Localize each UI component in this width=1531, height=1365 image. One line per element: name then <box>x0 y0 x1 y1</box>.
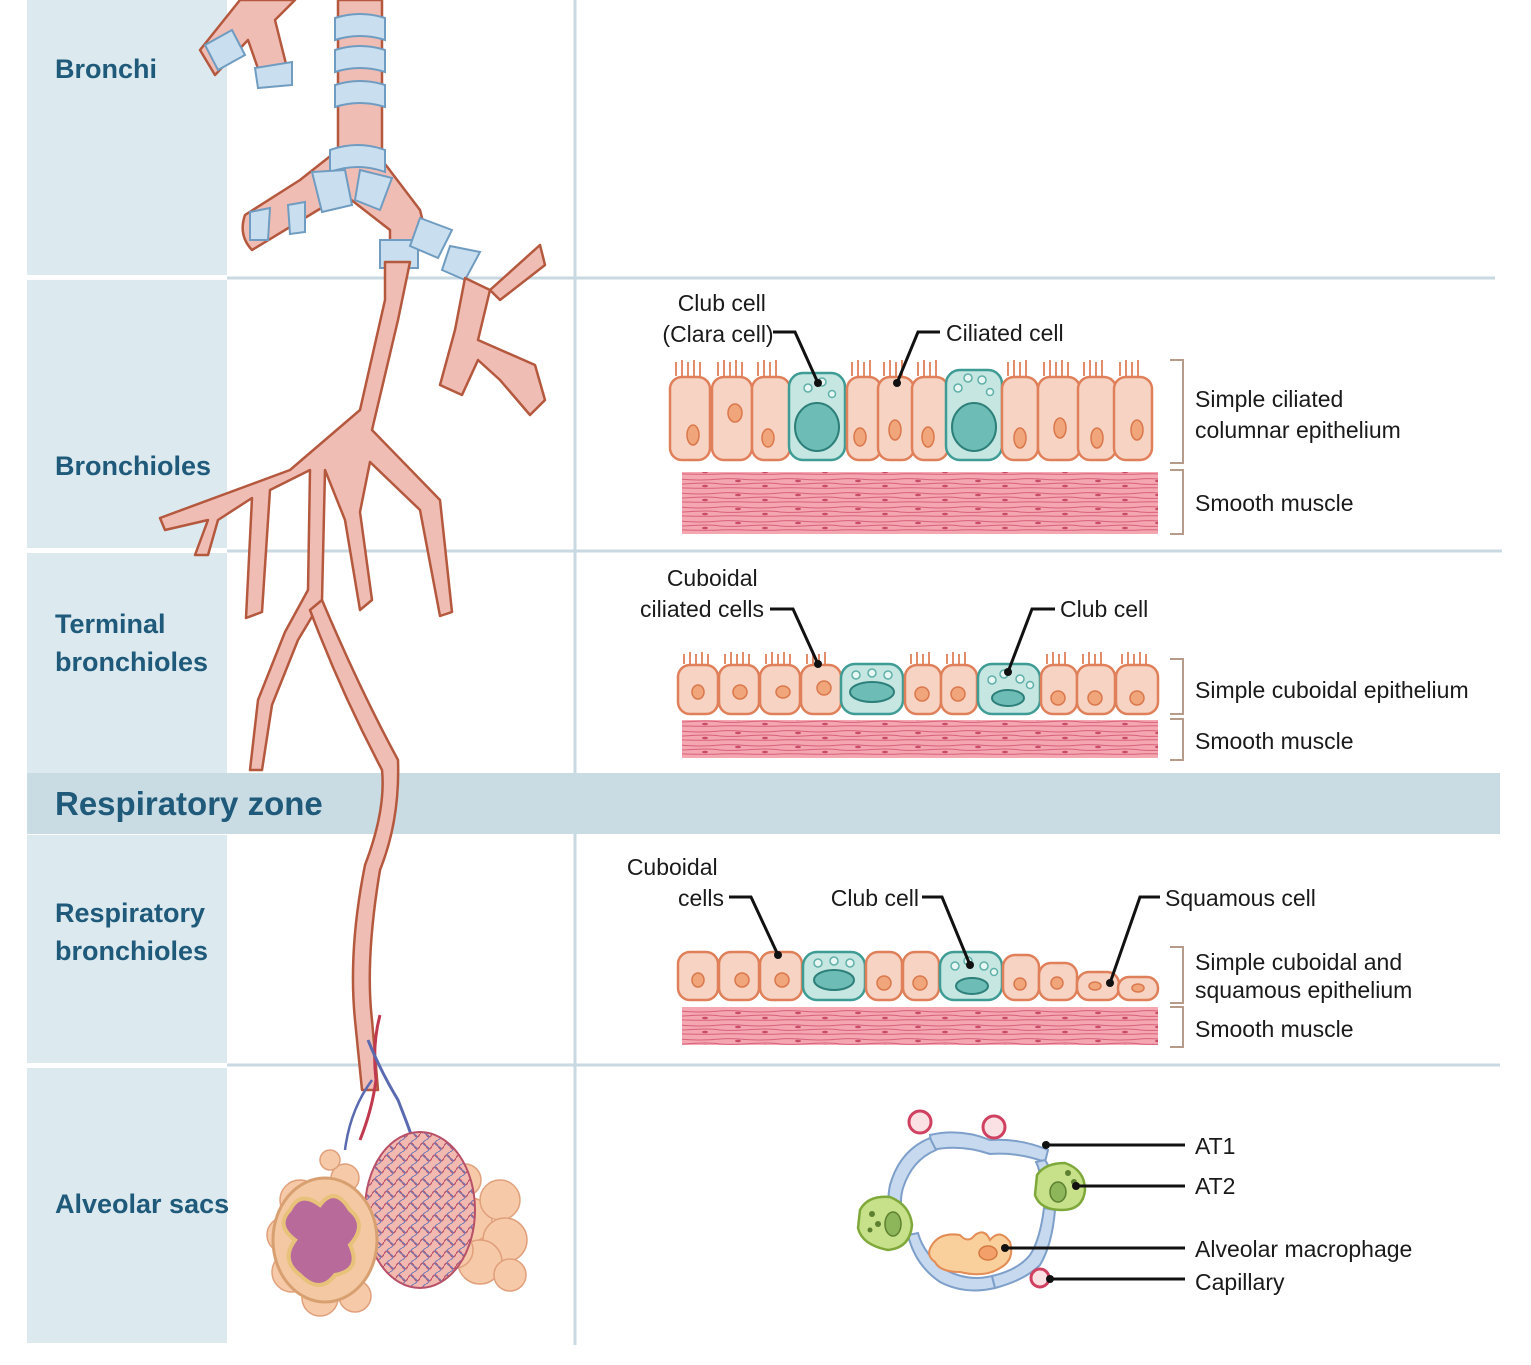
cuboidal-epithelium-label: Simple cuboidal epithelium <box>1195 677 1469 703</box>
respiratory-zone-band <box>27 773 1500 834</box>
alveolar-leaders <box>1001 1141 1185 1283</box>
cuboidal-squamous-cells <box>676 950 1160 1002</box>
zone-label-terminal: Terminal bronchioles <box>55 609 208 677</box>
zone-column <box>27 0 227 1343</box>
cuboidal-ciliated-cells <box>676 662 1160 716</box>
at1-label: AT1 <box>1195 1133 1235 1159</box>
bronchioles-panel: Club cell (Clara cell) Ciliated cell Sim… <box>662 290 1401 535</box>
club-cell-label: Club cell (Clara cell) <box>662 290 773 347</box>
zone-label-bronchioles: Bronchioles <box>55 451 211 481</box>
cilia-terminal <box>683 652 1147 664</box>
club-cell-marker <box>814 379 822 387</box>
terminal-club-cell-label: Club cell <box>1060 596 1148 622</box>
cuboidal-cells-marker <box>774 951 782 959</box>
ciliated-cell-marker <box>893 379 901 387</box>
zone-label-respiratory: Respiratory bronchioles <box>55 898 213 966</box>
cuboidal-cells-label: Cuboidal cells <box>627 854 724 911</box>
cuboidal-ciliated-label: Cuboidal ciliated cells <box>640 565 764 622</box>
at2-cells <box>856 1161 1087 1252</box>
squamous-cell-marker <box>1106 979 1114 987</box>
ciliated-cell-label: Ciliated cell <box>946 320 1064 346</box>
terminal-panel: Cuboidal ciliated cells Club cell Simple… <box>640 565 1469 761</box>
terminal-club-cell-marker <box>1004 668 1012 676</box>
smooth-muscle-respiratory <box>682 1007 1158 1045</box>
alveolar-macrophage <box>928 1231 1013 1276</box>
ciliated-columnar-cells <box>668 368 1154 462</box>
squamous-cell-label: Squamous cell <box>1165 885 1316 911</box>
at2-label: AT2 <box>1195 1173 1235 1199</box>
airway-tree-illustration <box>158 0 547 1317</box>
capillary-label: Capillary <box>1195 1269 1285 1295</box>
smooth-muscle-bronchioles <box>682 472 1158 534</box>
respiratory-panel: Cuboidal cells Club cell Squamous cell S… <box>627 854 1412 1048</box>
zone-label-alveolar: Alveolar sacs <box>55 1189 229 1219</box>
alveolar-panel: AT1 AT2 Alveolar macrophage Capillary <box>856 1109 1412 1295</box>
respiratory-club-cell-label: Club cell <box>831 885 919 911</box>
respiratory-club-cell-marker <box>966 961 974 969</box>
capillary-cross-sections <box>907 1109 1051 1289</box>
smooth-muscle-label-1: Smooth muscle <box>1195 490 1354 516</box>
zone-label-bronchi: Bronchi <box>55 54 157 84</box>
respiratory-zone-label: Respiratory zone <box>55 785 323 822</box>
grid-lines <box>227 0 1502 1345</box>
cuboidal-squamous-epithelium-label: Simple cuboidal and squamous epithelium <box>1195 949 1412 1003</box>
smooth-muscle-terminal <box>682 720 1158 758</box>
cuboidal-ciliated-marker <box>814 660 822 668</box>
columnar-epithelium-label: Simple ciliated columnar epithelium <box>1195 386 1401 443</box>
alveolar-macrophage-label: Alveolar macrophage <box>1195 1236 1412 1262</box>
cilia-bronchioles <box>675 360 1139 376</box>
smooth-muscle-label-3: Smooth muscle <box>1195 1016 1354 1042</box>
smooth-muscle-label-2: Smooth muscle <box>1195 728 1354 754</box>
